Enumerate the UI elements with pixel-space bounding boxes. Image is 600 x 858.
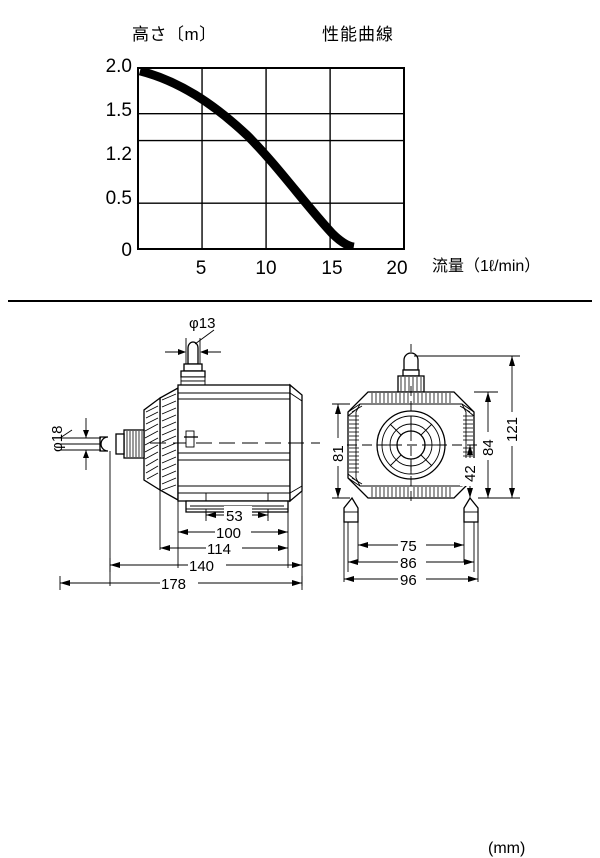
dim-178: 178: [59, 574, 303, 593]
chart-y-tick-labels: 2.0 1.5 1.2 0.5 0: [0, 0, 600, 300]
front-view: 81 42 84: [328, 344, 521, 589]
dim-phi18: φ18: [49, 418, 89, 470]
dim-label-140: 140: [189, 558, 214, 575]
chart-svg: [139, 69, 403, 248]
y-tick-4: 0: [121, 240, 132, 261]
x-tick-3: 20: [386, 258, 408, 279]
side-extension-lines: [109, 451, 303, 586]
dim-53: 53: [205, 506, 269, 525]
drawing-svg: φ13: [49, 315, 521, 593]
chart-x-axis-title: 流量（1ℓ/min）: [432, 258, 541, 275]
front-centre-lines: [332, 386, 490, 505]
dim-86: 86: [348, 553, 474, 572]
dim-96: 96: [344, 570, 478, 589]
unit-note: (mm): [488, 840, 526, 857]
dim-label-53: 53: [226, 508, 243, 525]
dim-label-96: 96: [400, 572, 417, 589]
dim-label-phi13: φ13: [189, 315, 215, 332]
mid-fins: [161, 393, 177, 491]
y-tick-1: 1.5: [105, 100, 132, 121]
dim-140: 140: [109, 556, 302, 575]
performance-chart-panel: 高さ〔m〕 性能曲線 流量（1ℓ/min） 2.0 1.5 1.2 0.5 0 …: [0, 0, 600, 300]
cable-gland: [60, 429, 145, 459]
dim-84: 84: [474, 391, 498, 498]
dim-label-84: 84: [480, 439, 497, 456]
dim-42: 42: [460, 445, 479, 498]
x-tick-2: 15: [321, 258, 343, 279]
dim-100: 100: [178, 523, 288, 542]
front-top-port: [397, 344, 425, 393]
dim-114: 114: [160, 539, 288, 558]
dim-label-178: 178: [161, 576, 186, 593]
y-tick-0: 2.0: [105, 56, 132, 77]
front-top-fins: [371, 393, 451, 403]
dim-label-42: 42: [462, 465, 479, 482]
y-tick-3: 0.5: [105, 188, 132, 209]
dim-75: 75: [358, 536, 464, 555]
chart-y-axis-title: 高さ〔m〕: [132, 25, 217, 44]
dim-label-121: 121: [504, 417, 521, 442]
front-bottom-fins: [371, 487, 451, 497]
dim-label-81: 81: [330, 445, 347, 462]
panel-divider: [8, 300, 592, 302]
chart-title: 性能曲線: [322, 25, 394, 44]
rear-fins: [144, 405, 159, 480]
dim-label-114: 114: [207, 541, 231, 558]
dim-121: 121: [414, 355, 521, 499]
chart-horizontal-gridlines: [139, 113, 403, 204]
dimensional-drawing-panel: φ13: [0, 300, 600, 857]
x-tick-1: 10: [255, 258, 277, 279]
chart-curve: [139, 69, 355, 248]
side-view: φ13: [49, 315, 320, 593]
dim-label-75: 75: [400, 538, 417, 555]
front-extension-lines: [343, 522, 479, 582]
x-tick-0: 5: [195, 258, 207, 279]
y-tick-2: 1.2: [105, 144, 132, 165]
front-body: [332, 386, 490, 523]
dim-phi13: φ13: [165, 315, 221, 364]
dim-label-86: 86: [400, 555, 417, 572]
motor-body: [143, 383, 320, 513]
dim-label-100: 100: [216, 525, 241, 542]
dim-81: 81: [328, 403, 350, 499]
chart-plot-area: [137, 67, 405, 250]
dim-label-phi18: φ18: [49, 426, 66, 452]
